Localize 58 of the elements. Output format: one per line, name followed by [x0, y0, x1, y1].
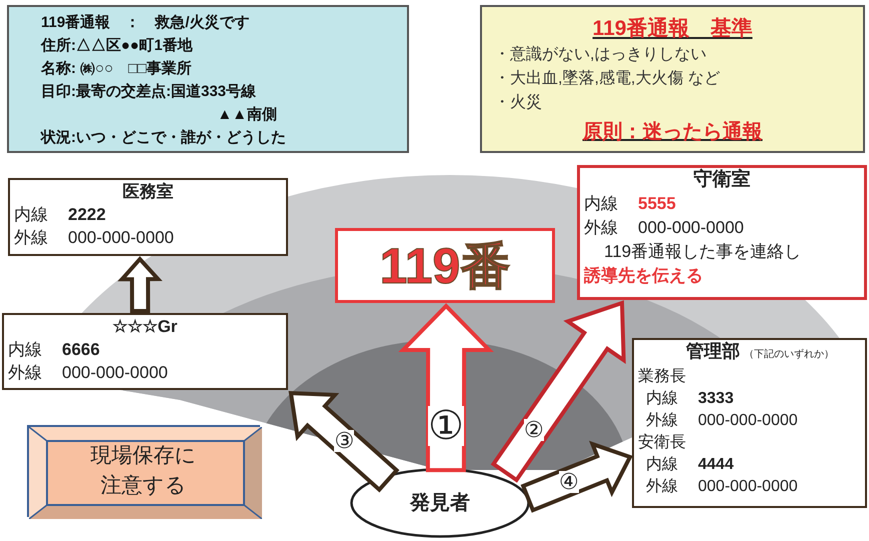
contact-box — [2, 313, 288, 390]
line-label: 内線 — [14, 204, 48, 226]
criteria-item: ・大出血,墜落,感電,大火傷 など — [494, 68, 720, 89]
extension-number: 6666 — [62, 339, 100, 361]
finder-ellipse — [350, 468, 530, 538]
step-number: ② — [524, 418, 544, 441]
phone-number: 000-000-0000 — [62, 362, 168, 384]
criteria-panel — [480, 5, 865, 153]
contact-box — [577, 165, 867, 300]
criteria-heading: 119番通報 基準 — [592, 16, 752, 42]
line-label: 外線 — [645, 477, 678, 497]
line-label: 外線 — [584, 217, 618, 239]
line-label: 内線 — [645, 388, 678, 409]
principle-text: 原則：迷ったら通報 — [582, 120, 762, 145]
phone-number: 000-000-0000 — [638, 217, 744, 239]
info-line: 名称: ㈱○○ □□事業所 — [41, 59, 192, 79]
report-info-panel — [7, 5, 409, 153]
department-name: 管理部 — [686, 340, 740, 362]
role-name: 安衛長 — [638, 432, 686, 453]
extension-number: 4444 — [698, 455, 734, 475]
finder-label: 発見者 — [410, 491, 470, 516]
group-name: ☆☆☆Gr — [112, 316, 178, 338]
block-arrow — [520, 440, 633, 513]
extension-number: 5555 — [638, 193, 676, 215]
info-line: 状況:いつ・どこで・誰が・どうした — [41, 128, 286, 148]
step-number: ① — [428, 406, 464, 446]
criteria-item: ・火災 — [494, 92, 542, 113]
caution-text: 現場保存に注意する — [90, 443, 198, 499]
extension-number: 2222 — [68, 204, 106, 226]
line-label: 内線 — [584, 193, 618, 215]
info-line: 119番通報 ： 救急/火災です — [41, 13, 250, 33]
room-name: 守衛室 — [694, 168, 750, 192]
phone-number: 000-000-0000 — [698, 411, 798, 431]
line-label: 内線 — [8, 339, 42, 361]
line-label: 外線 — [14, 227, 48, 249]
instruction-text: 119番通報した事を連絡し — [603, 241, 802, 263]
instruction-text: 誘導先を伝える — [584, 265, 703, 287]
info-line: 住所:△△区●●町1番地 — [41, 36, 192, 56]
info-line: 目印:最寄の交差点:国道333号線 ▲▲南側 — [41, 82, 277, 125]
role-name: 業務長 — [638, 367, 686, 387]
line-label: 内線 — [645, 454, 678, 475]
note-text: （下記のいずれか） — [744, 348, 834, 362]
room-name: 医務室 — [122, 181, 174, 203]
block-arrow — [288, 391, 400, 493]
contact-box — [632, 338, 867, 508]
contact-box — [8, 178, 288, 256]
phone-number: 000-000-0000 — [698, 477, 798, 497]
criteria-item: ・意識がない,はっきりしない — [494, 44, 706, 65]
emergency-box — [335, 228, 555, 303]
extension-number: 3333 — [698, 389, 734, 409]
step-number: ③ — [334, 430, 354, 452]
phone-number: 000-000-0000 — [68, 227, 174, 249]
line-label: 外線 — [645, 411, 678, 431]
emergency-number: 119番 — [380, 240, 510, 290]
line-label: 外線 — [8, 362, 42, 384]
block-arrow — [118, 256, 162, 313]
step-number: ④ — [558, 470, 579, 493]
block-arrow — [490, 300, 626, 483]
